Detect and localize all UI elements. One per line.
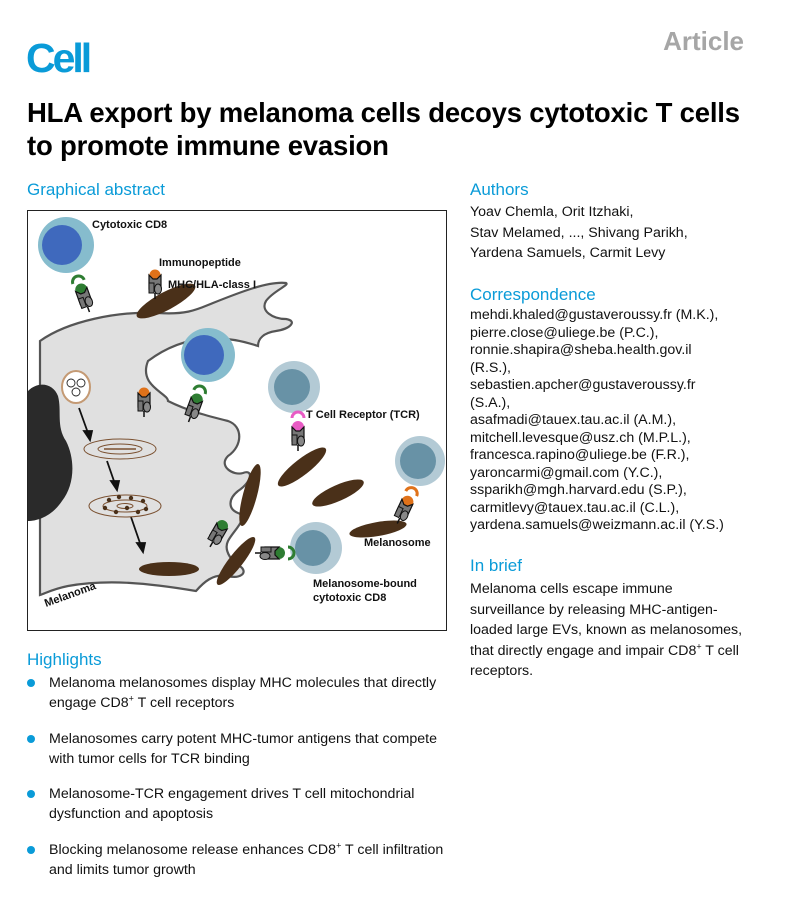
correspondence-heading: Correspondence [470,285,596,304]
authors-list: Yoav Chemla, Orit Itzhaki, Stav Melamed,… [470,202,770,264]
stage-3-melanosome [88,494,162,518]
article-type-label: Article [663,26,744,56]
article-title: HLA export by melanoma cells decoys cyto… [27,97,740,161]
correspondence-list: mehdi.khaled@gustaveroussy.fr (M.K.), pi… [470,307,770,535]
mhc-complex-right [391,486,419,527]
correspondence-email[interactable]: pierre.close@uliege.be (P.C.), [470,324,659,341]
cytotoxic-cd8-cell-middle [181,328,235,382]
author-line: Stav Melamed, ..., Shivang Parikh, [470,224,688,241]
author-line: Yoav Chemla, Orit Itzhaki, [470,204,634,220]
mhc-complex-middle-cd8 [182,384,207,426]
inactive-t-cell-tcr [268,361,320,413]
in-brief-heading: In brief [470,556,522,575]
mature-melanosome [139,562,199,576]
mhc-complex-membrane-lower [204,520,229,551]
correspondence-initials: (S.A.), [470,394,511,411]
label-immunopeptide: Immunopeptide [159,257,241,269]
journal-logo: Cell [26,35,92,81]
correspondence-email[interactable]: ronnie.shapira@sheba.health.gov.il [470,342,692,358]
label-tcr: T Cell Receptor (TCR) [306,409,420,421]
label-melanosome-bound-line2: cytotoxic CD8 [313,592,386,604]
label-cytotoxic-cd8: Cytotoxic CD8 [92,219,167,231]
bullet-icon [27,845,35,854]
correspondence-email[interactable]: carmitlevy@tauex.tau.ac.il (C.L.), [470,499,680,516]
early-endosome [61,370,91,404]
mhc-complex-membrane [137,387,152,418]
graphical-abstract-svg: Cytotoxic CD8 Immunopeptide MHC/HLA-clas… [28,217,445,610]
correspondence-email[interactable]: mitchell.levesque@usz.ch (M.P.L.), [470,429,691,446]
highlight-item: Melanosome-TCR engagement drives T cell … [27,784,457,824]
bullet-icon [27,679,35,687]
author-line: Yardena Samuels, Carmit Levy [470,245,666,262]
graphical-abstract-heading: Graphical abstract [27,180,165,199]
highlights-list: Melanoma melanosomes display MHC molecul… [27,673,457,895]
correspondence-email[interactable]: mehdi.khaled@gustaveroussy.fr (M.K.), [470,307,719,323]
mhc-complex-top-left [71,274,97,315]
in-brief-text: Melanoma cells escape immune surveillanc… [470,581,743,680]
melanosome-bound-cd8-cell [290,522,342,574]
correspondence-email[interactable]: francesca.rapino@uliege.be (F.R.), [470,447,690,463]
label-mhc-hla-class-i: MHC/HLA-class I [168,279,256,291]
bullet-icon [27,734,35,743]
mhc-complex-bound-cd8 [254,545,296,561]
mhc-complex-tcr-pink [290,410,306,452]
melanoma-cell [38,281,293,597]
correspondence-email[interactable]: ssparikh@mgh.harvard.edu (S.P.), [470,482,687,498]
bullet-icon [27,790,35,798]
authors-heading: Authors [470,180,529,199]
highlight-item: Melanoma melanosomes display MHC molecul… [27,673,457,713]
cytotoxic-cd8-cell-top [38,217,94,273]
stage-2-melanosome [83,438,157,460]
correspondence-email[interactable]: yaroncarmi@gmail.com (Y.C.), [470,464,663,481]
correspondence-email[interactable]: yardena.samuels@weizmann.ac.il (Y.S.) [470,517,724,533]
label-melanosome: Melanosome [364,537,431,549]
maturation-arrows [78,407,147,555]
mhc-complex-immunopeptide [148,269,163,300]
correspondence-email[interactable]: asafmadi@tauex.tau.ac.il (A.M.), [470,412,677,428]
highlight-item: Melanosomes carry potent MHC-tumor antig… [27,729,457,769]
correspondence-email[interactable]: sebastien.apcher@gustaveroussy.fr [470,377,696,393]
highlights-heading: Highlights [27,650,102,669]
nucleus [28,384,73,521]
inactive-t-cell-right [395,436,445,486]
label-melanosome-bound-line1: Melanosome-bound [313,578,417,590]
correspondence-initials: (R.S.), [470,359,511,376]
graphical-abstract-figure: Cytotoxic CD8 Immunopeptide MHC/HLA-clas… [27,210,447,631]
highlight-item: Blocking melanosome release enhances CD8… [27,840,457,880]
released-melanosomes [136,283,407,586]
